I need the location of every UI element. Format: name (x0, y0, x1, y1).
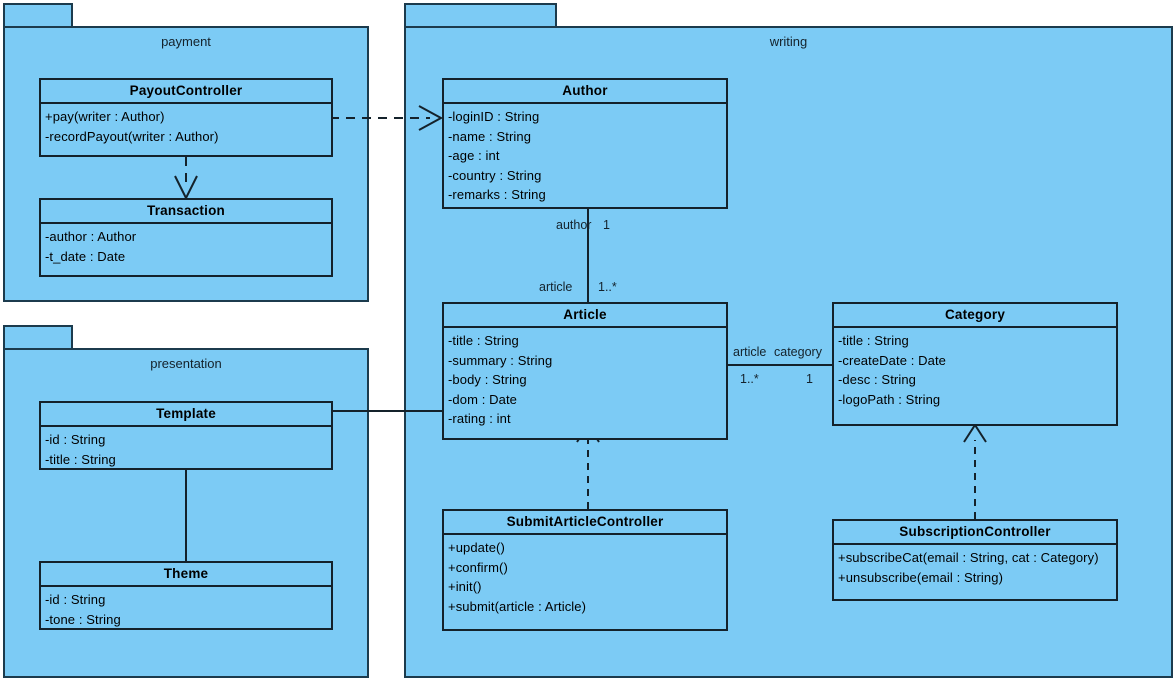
attributes-template: -id : String -title : String (41, 427, 331, 471)
package-payment-label: payment (161, 34, 211, 49)
package-writing-tab (404, 3, 557, 28)
class-name-payout-controller: PayoutController (41, 80, 331, 104)
edge-label-author-multiplicity: 1 (603, 218, 610, 232)
package-presentation-label: presentation (150, 356, 222, 371)
attribute: -remarks : String (448, 187, 546, 202)
class-category[interactable]: Category -title : String -createDate : D… (832, 302, 1118, 426)
package-writing-label: writing (769, 34, 808, 49)
operation: +submit(article : Article) (448, 598, 587, 614)
arrowhead-subscription-to-category (963, 423, 987, 443)
class-name-article: Article (444, 304, 726, 328)
attribute: -rating : int (448, 411, 511, 426)
arrowhead-payout-to-author (418, 105, 444, 131)
edge-label-article-multiplicity-top: 1..* (598, 280, 617, 294)
class-template[interactable]: Template -id : String -title : String (39, 401, 333, 470)
class-name-author: Author (444, 80, 726, 104)
attribute: -t_date : Date (45, 248, 126, 264)
attribute: -logoPath : String (838, 391, 941, 407)
edge-label-article-role-right: article (733, 345, 767, 359)
attribute: -age : int (448, 148, 500, 163)
edge-label-article-role-top: article (539, 280, 573, 294)
attributes-article: -title : String -summary : String -body … (444, 328, 726, 431)
attribute: -loginID : String (448, 109, 540, 124)
package-presentation-tab (3, 325, 73, 350)
class-transaction[interactable]: Transaction -author : Author -t_date : D… (39, 198, 333, 277)
operation: +confirm() (448, 559, 508, 575)
operation: +init() (448, 579, 482, 594)
class-name-transaction: Transaction (41, 200, 331, 224)
attribute: -dom : Date (448, 391, 518, 407)
operation: +subscribeCat(email : String, cat : Cate… (838, 550, 1099, 565)
edge-label-category-role: category (774, 345, 822, 359)
operations-payout-controller: +pay(writer : Author) -recordPayout(writ… (41, 104, 331, 148)
operations-submit-article-controller: +update() +confirm() +init() +submit(art… (444, 535, 726, 618)
class-name-submit-article-controller: SubmitArticleController (444, 511, 726, 535)
attributes-theme: -id : String -tone : String (41, 587, 331, 631)
attribute: -title : String (838, 333, 909, 348)
class-author[interactable]: Author -loginID : String -name : String … (442, 78, 728, 209)
attribute: -desc : String (838, 372, 916, 387)
operation: +pay(writer : Author) (45, 109, 165, 124)
class-submit-article-controller[interactable]: SubmitArticleController +update() +confi… (442, 509, 728, 631)
class-name-subscription-controller: SubscriptionController (834, 521, 1116, 545)
class-name-template: Template (41, 403, 331, 427)
attribute: -title : String (45, 451, 116, 467)
attributes-author: -loginID : String -name : String -age : … (444, 104, 726, 207)
operation: -recordPayout(writer : Author) (45, 128, 219, 144)
class-theme[interactable]: Theme -id : String -tone : String (39, 561, 333, 630)
class-name-theme: Theme (41, 563, 331, 587)
attribute: -createDate : Date (838, 352, 947, 368)
attributes-transaction: -author : Author -t_date : Date (41, 224, 331, 268)
operation: +unsubscribe(email : String) (838, 569, 1004, 585)
attribute: -name : String (448, 128, 532, 144)
class-name-category: Category (834, 304, 1116, 328)
attribute: -id : String (45, 432, 106, 447)
attribute: -summary : String (448, 352, 553, 368)
operations-subscription-controller: +subscribeCat(email : String, cat : Cate… (834, 545, 1116, 589)
attribute: -author : Author (45, 229, 137, 244)
edge-label-author-role: author (556, 218, 592, 232)
attribute: -tone : String (45, 611, 121, 627)
attribute: -id : String (45, 592, 106, 607)
attribute: -country : String (448, 167, 542, 183)
attributes-category: -title : String -createDate : Date -desc… (834, 328, 1116, 411)
attribute: -title : String (448, 333, 519, 348)
package-payment-tab (3, 3, 73, 28)
edge-label-category-multiplicity: 1 (806, 372, 813, 386)
class-article[interactable]: Article -title : String -summary : Strin… (442, 302, 728, 440)
attribute: -body : String (448, 372, 527, 387)
operation: +update() (448, 540, 505, 555)
class-payout-controller[interactable]: PayoutController +pay(writer : Author) -… (39, 78, 333, 157)
class-subscription-controller[interactable]: SubscriptionController +subscribeCat(ema… (832, 519, 1118, 601)
edge-label-article-multiplicity-right: 1..* (740, 372, 759, 386)
